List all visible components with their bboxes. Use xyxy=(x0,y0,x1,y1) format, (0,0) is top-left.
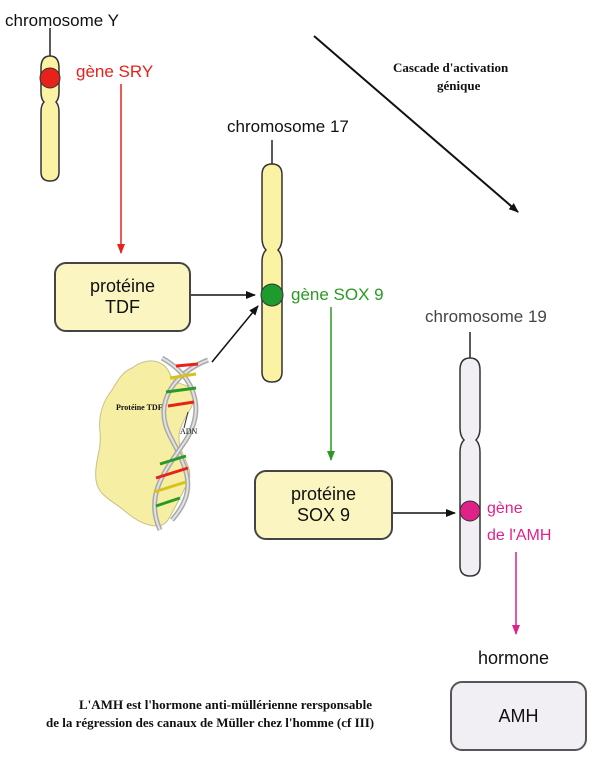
amh-gene-label-line1: gène xyxy=(487,500,523,517)
sry-gene-dot xyxy=(39,67,61,89)
chromosome-19-label: chromosome 19 xyxy=(425,307,547,326)
dna-to-sox9-arrow xyxy=(211,305,259,363)
amh-box: AMH xyxy=(450,681,587,751)
cascade-arrow xyxy=(313,35,519,213)
protein-tdf-line2: TDF xyxy=(105,297,140,317)
protein-tdf-illustration-label: Protéine TDF xyxy=(116,403,163,412)
chromosome-17 xyxy=(260,140,284,383)
protein-tdf-box: protéine TDF xyxy=(54,262,191,332)
caption-line2: de la régression des canaux de Müller ch… xyxy=(46,715,375,730)
amh-box-label: AMH xyxy=(498,705,539,726)
protein-tdf-line1: protéine xyxy=(89,276,156,296)
protein-sox9-line2: SOX 9 xyxy=(296,505,351,525)
amh-gene-dot xyxy=(459,500,481,522)
chromosome-19 xyxy=(459,332,481,577)
protein-sox9-line1: protéine xyxy=(290,484,357,504)
cascade-label-line2: génique xyxy=(437,78,481,93)
chromosome-y xyxy=(39,28,61,182)
tdf-dna-illustration xyxy=(95,355,209,532)
dna-label: ADN xyxy=(180,427,198,436)
amh-gene-label-line2: de l'AMH xyxy=(487,527,552,544)
caption-line1: L'AMH est l'hormone anti-müllérienne rer… xyxy=(79,697,372,712)
sox9-gene-label: gène SOX 9 xyxy=(291,285,384,304)
chromosome-17-label: chromosome 17 xyxy=(227,117,349,136)
sry-gene-label: gène SRY xyxy=(76,62,154,81)
sox9-gene-dot xyxy=(260,283,284,307)
cascade-label-line1: Cascade d'activation xyxy=(393,60,509,75)
hormone-label: hormone xyxy=(478,648,550,668)
chromosome-y-label: chromosome Y xyxy=(5,11,120,30)
protein-sox9-box: protéine SOX 9 xyxy=(254,470,393,540)
